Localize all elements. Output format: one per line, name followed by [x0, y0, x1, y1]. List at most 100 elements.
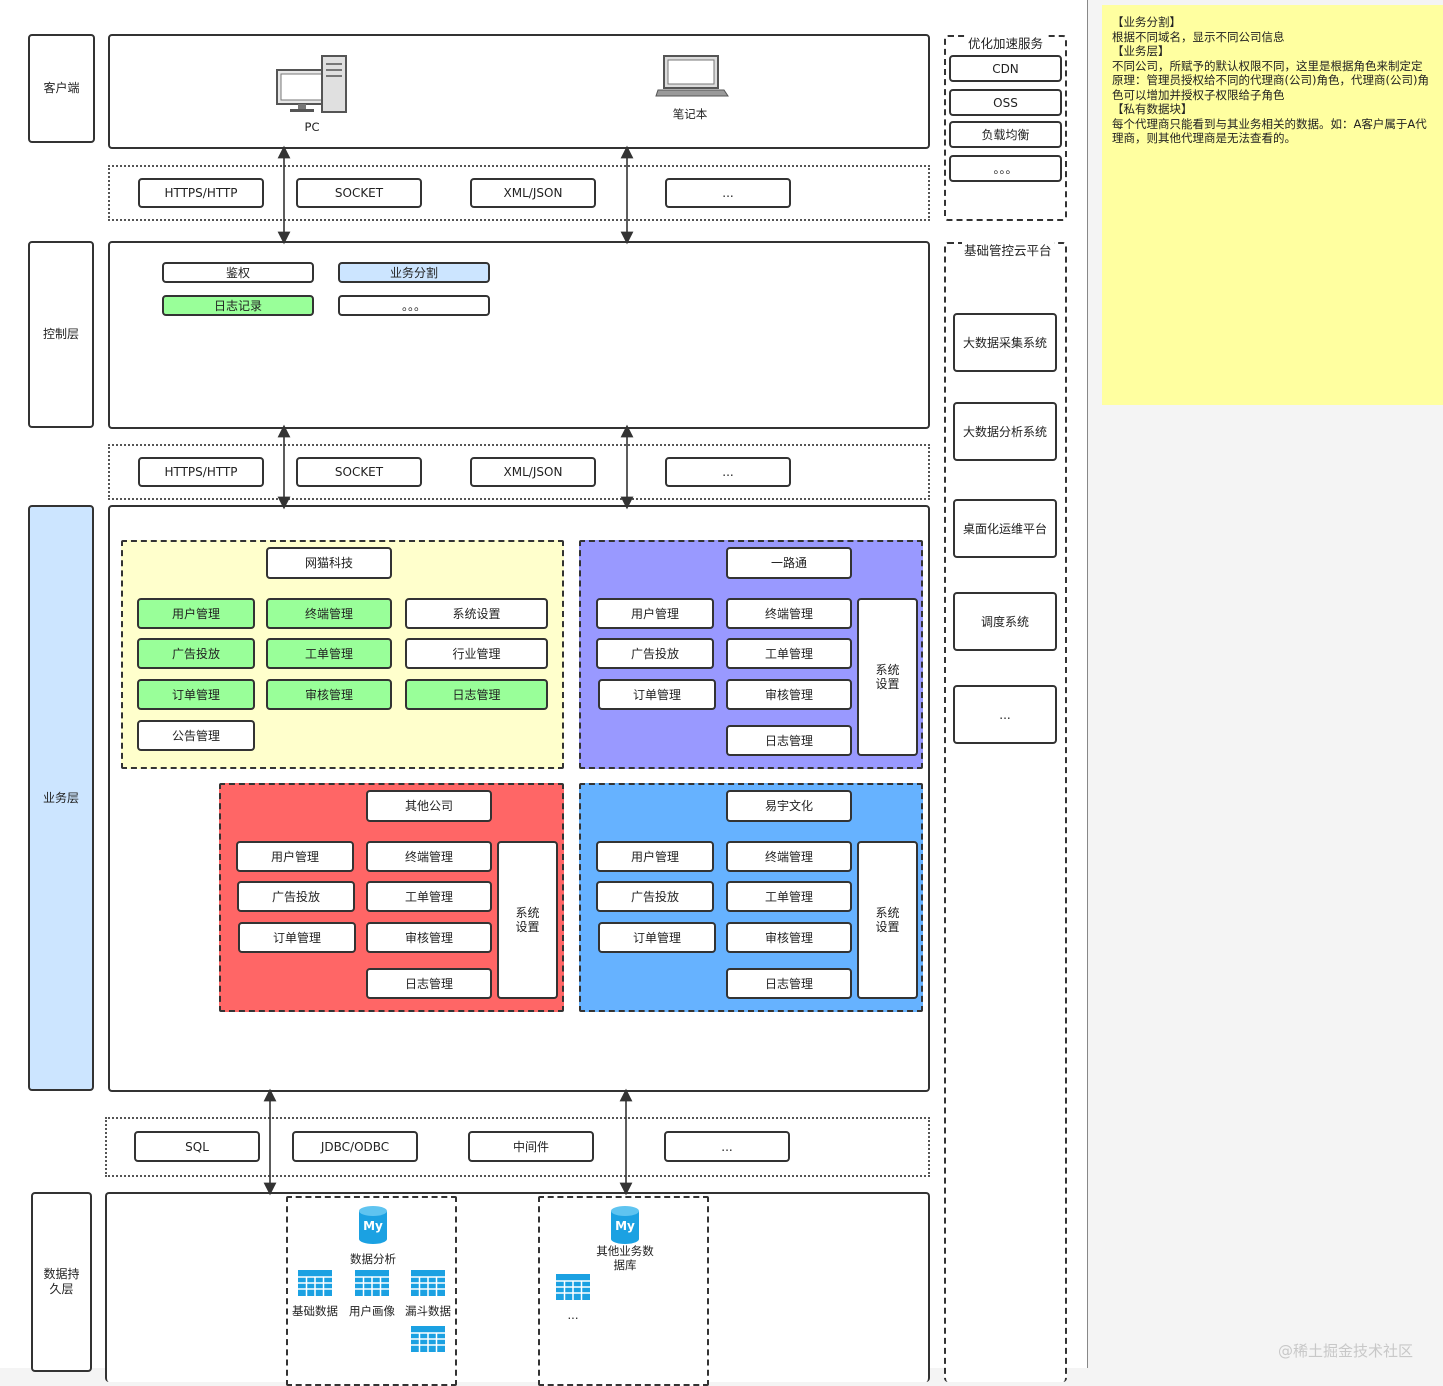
settings-text: 系统设置: [515, 906, 540, 934]
protocol-xmljson: XML/JSON: [470, 457, 596, 487]
yiyu-item: 终端管理: [726, 841, 852, 872]
protocol-more: ...: [665, 457, 791, 487]
yilutong-item: 订单管理: [598, 679, 716, 710]
cloud-item-schedule: 调度系统: [953, 592, 1057, 651]
protocol-more: ...: [665, 178, 791, 208]
company-wangmao-title: 网猫科技: [266, 547, 392, 579]
company-yilutong-title: 一路通: [726, 547, 852, 579]
company-yiyu-title: 易宇文化: [726, 790, 852, 822]
yiyu-item: 审核管理: [726, 922, 852, 953]
yilutong-item: 用户管理: [596, 598, 714, 629]
protocol-xmljson: XML/JSON: [470, 178, 596, 208]
layer-label-business: 业务层: [28, 505, 94, 1091]
other-item: 终端管理: [366, 841, 492, 872]
cloud-title: 基础管控云平台: [962, 240, 1054, 259]
access-more: ...: [664, 1131, 790, 1162]
layer-label-control: 控制层: [28, 241, 94, 428]
control-log: 日志记录: [162, 295, 314, 316]
yilutong-item: 终端管理: [726, 598, 852, 629]
yiyu-settings: 系统设置: [857, 841, 918, 999]
persist-layer-box: [105, 1192, 930, 1382]
control-auth: 鉴权: [162, 262, 314, 283]
mysql-icon-text: My: [363, 1219, 383, 1233]
optimize-cdn: CDN: [949, 55, 1062, 82]
other-item: 用户管理: [236, 841, 354, 872]
table-icon: [298, 1270, 332, 1296]
yiyu-item: 日志管理: [726, 968, 852, 999]
protocol-socket: SOCKET: [296, 457, 422, 487]
cloud-item-collect: 大数据采集系统: [953, 313, 1057, 372]
settings-text: 系统设置: [875, 906, 900, 934]
yilutong-item: 日志管理: [726, 725, 852, 756]
wangmao-item: 工单管理: [266, 638, 392, 669]
wangmao-item: 用户管理: [137, 598, 255, 629]
cloud-item-analysis: 大数据分析系统: [953, 402, 1057, 461]
table-label: 漏斗数据: [405, 1304, 451, 1318]
optimize-lb: 负载均衡: [949, 121, 1062, 148]
watermark: @稀土掘金技术社区: [1278, 1342, 1414, 1360]
table-icon: [411, 1270, 445, 1296]
table-icon: [411, 1326, 445, 1352]
company-other-title: 其他公司: [366, 790, 492, 822]
other-item: 广告投放: [237, 881, 355, 912]
note-line: 根据不同域名，显示不同公司信息: [1112, 29, 1285, 44]
db1-title: 数据分析: [350, 1252, 396, 1266]
protocol-https: HTTPS/HTTP: [138, 457, 264, 487]
yiyu-item: 广告投放: [596, 881, 714, 912]
layer-label-text: 控制层: [42, 327, 79, 341]
layer-label-text: 数据持久层: [43, 1267, 80, 1296]
wangmao-item: 审核管理: [266, 679, 392, 710]
note-line: 不同公司，所赋予的默认权限不同，这里是根据角色来制定定原理：管理员授权给不同的代…: [1112, 58, 1429, 102]
cloud-item-more: ...: [953, 685, 1057, 744]
table-icon: [355, 1270, 389, 1296]
wangmao-item: 终端管理: [266, 598, 392, 629]
optimize-oss: OSS: [949, 89, 1062, 116]
yilutong-settings: 系统设置: [857, 598, 918, 756]
mysql-icon: My: [610, 1206, 640, 1244]
wangmao-item: 订单管理: [137, 679, 255, 710]
yilutong-item: 广告投放: [596, 638, 714, 669]
wangmao-item: 系统设置: [405, 598, 548, 629]
other-item: 审核管理: [366, 922, 492, 953]
cloud-item-ops: 桌面化运维平台: [953, 499, 1057, 558]
protocol-socket: SOCKET: [296, 178, 422, 208]
client-layer-box: [108, 34, 930, 149]
note-line: 【业务层】: [1112, 44, 1170, 58]
db2-title: 其他业务数据库: [596, 1244, 654, 1272]
layer-label-text: 客户端: [43, 81, 80, 95]
control-more: 。。。: [338, 295, 490, 316]
wangmao-item: 公告管理: [137, 720, 255, 751]
layer-label-text: 业务层: [42, 790, 79, 805]
table-icon: [556, 1274, 590, 1300]
wangmao-item: 日志管理: [405, 679, 548, 710]
optimize-title: 优化加速服务: [966, 33, 1046, 52]
access-middleware: 中间件: [468, 1131, 594, 1162]
note-line: 【私有数据块】: [1112, 102, 1193, 116]
other-item: 工单管理: [366, 881, 492, 912]
other-item: 日志管理: [366, 968, 492, 999]
laptop-icon: [655, 55, 729, 97]
mysql-icon-text: My: [615, 1219, 635, 1233]
access-sql: SQL: [134, 1131, 260, 1162]
note-line: 【业务分割】: [1112, 15, 1181, 29]
settings-text: 系统设置: [875, 663, 900, 691]
yiyu-item: 订单管理: [598, 922, 716, 953]
control-biz-split: 业务分割: [338, 262, 490, 283]
table-label: ...: [567, 1308, 579, 1322]
sticky-note: 【业务分割】 根据不同域名，显示不同公司信息 【业务层】 不同公司，所赋予的默认…: [1102, 5, 1443, 405]
yiyu-item: 工单管理: [726, 881, 852, 912]
table-label: 用户画像: [349, 1304, 395, 1318]
table-label: 基础数据: [292, 1304, 338, 1318]
yilutong-item: 审核管理: [726, 679, 852, 710]
pc-icon: [276, 55, 347, 113]
yilutong-item: 工单管理: [726, 638, 852, 669]
other-settings: 系统设置: [497, 841, 558, 999]
connector-arrows: [263, 145, 634, 1196]
protocol-https: HTTPS/HTTP: [138, 178, 264, 208]
pc-label: PC: [304, 120, 320, 134]
yiyu-item: 用户管理: [596, 841, 714, 872]
wangmao-item: 行业管理: [405, 638, 548, 669]
other-item: 订单管理: [238, 922, 356, 953]
optimize-more: 。。。: [949, 155, 1062, 182]
mysql-icon: My: [358, 1206, 388, 1244]
